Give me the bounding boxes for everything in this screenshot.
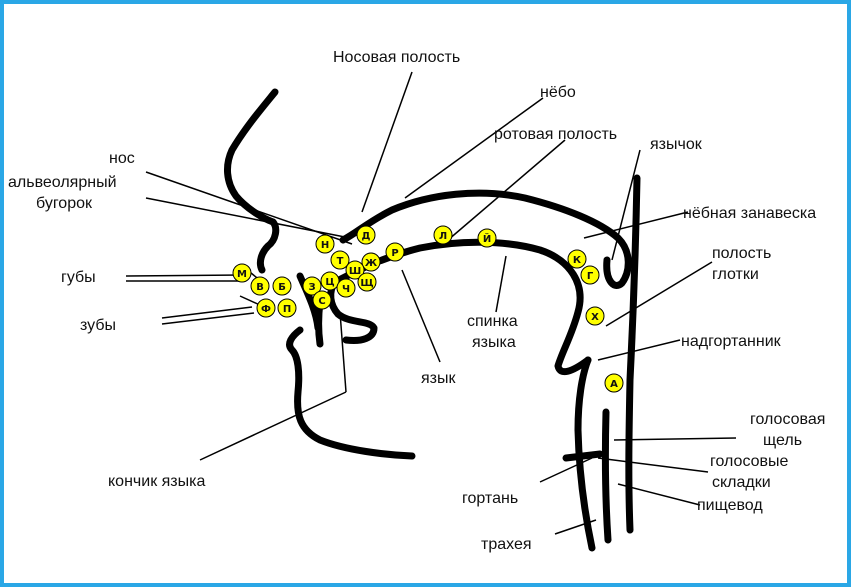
svg-text:Ж: Ж [365, 258, 378, 269]
label-tongue: язык [421, 370, 457, 387]
head-outline [224, 88, 641, 552]
svg-text:Г: Г [587, 271, 594, 282]
label-trachea: трахея [481, 536, 532, 553]
leader-lines [125, 71, 737, 535]
label-nasal-cavity: Носовая полость [333, 49, 460, 66]
sound-badge-s: С [312, 290, 332, 310]
label-uvula: язычок [650, 136, 703, 153]
label-pharynx-1: полость [712, 245, 771, 262]
svg-text:М: М [237, 269, 247, 280]
sound-badge-ch: Ч [336, 278, 356, 298]
palate-outline [339, 189, 632, 289]
label-esophagus: пищевод [697, 497, 763, 514]
tongue-outline [331, 238, 592, 376]
sound-badge-a: А [604, 373, 624, 393]
label-vocal-folds-2: складки [712, 474, 771, 491]
sound-badge-zh: Ж [361, 252, 381, 272]
sound-badge-n: Н [315, 234, 335, 254]
label-lips: губы [61, 269, 96, 286]
label-epiglottis: надгортанник [681, 333, 782, 350]
label-oral-cavity: ротовая полость [494, 126, 617, 143]
larynx-outline [574, 356, 596, 552]
labels: Носовая полость нёбо ротовая полость язы… [8, 49, 825, 553]
sound-badge-r: Р [385, 242, 405, 262]
label-glottis-1: голосовая [750, 411, 825, 428]
svg-text:Р: Р [391, 248, 398, 259]
sound-badge-v: В [250, 276, 270, 296]
label-pharynx-2: глотки [712, 266, 759, 283]
sound-badge-sh: Ш [345, 260, 365, 280]
svg-text:Ш: Ш [349, 266, 361, 277]
label-alveolar-1: альвеолярный [8, 174, 117, 191]
svg-text:Ф: Ф [261, 304, 271, 315]
sound-badge-ts: Ц [320, 271, 340, 291]
label-tongue-back-2: языка [472, 334, 516, 351]
sound-badge-y: Й [477, 228, 497, 248]
svg-text:Ц: Ц [325, 277, 334, 288]
sound-badge-m: М [232, 263, 252, 283]
label-soft-palate: нёбная занавеска [683, 205, 816, 222]
label-palate: нёбо [540, 84, 576, 101]
label-vocal-folds-1: голосовые [710, 453, 789, 470]
sound-badge-d: Д [356, 225, 376, 245]
sound-badge-f: Ф [256, 298, 276, 318]
esophagus-outline [601, 408, 612, 544]
svg-text:К: К [573, 255, 582, 266]
svg-text:Н: Н [321, 240, 329, 251]
svg-text:П: П [283, 304, 291, 315]
upper-lip-outline [256, 218, 280, 274]
sound-badge-k: К [567, 249, 587, 269]
sound-badge-shch: Щ [357, 272, 377, 292]
svg-text:Д: Д [362, 231, 371, 242]
lower-lip-outline [286, 326, 416, 460]
svg-text:Л: Л [439, 231, 447, 242]
sound-badges: Н Д Л Й Р Т Ж Ш М Б З Ц Ч Щ В С Ф П К Г … [232, 225, 624, 393]
svg-text:Б: Б [278, 282, 286, 293]
svg-text:Т: Т [337, 256, 344, 267]
label-glottis-2: щель [763, 432, 802, 449]
sound-badge-g: Г [580, 265, 600, 285]
label-tongue-tip: кончик языка [108, 473, 205, 490]
sound-badge-p: П [277, 298, 297, 318]
pharynx-back-wall [625, 174, 641, 534]
label-alveolar-2: бугорок [36, 195, 93, 212]
sound-badge-b: Б [272, 276, 292, 296]
vocal-folds-bar [562, 450, 604, 462]
sound-badge-z: З [302, 276, 322, 296]
svg-text:С: С [318, 296, 325, 307]
svg-text:Й: Й [483, 232, 491, 245]
svg-text:З: З [308, 282, 315, 293]
nose-outline [224, 88, 279, 226]
svg-text:Щ: Щ [360, 278, 373, 289]
svg-text:Х: Х [591, 312, 599, 323]
label-larynx: гортань [462, 490, 518, 507]
label-teeth: зубы [80, 317, 116, 334]
svg-text:А: А [610, 379, 618, 390]
label-tongue-back-1: спинка [467, 313, 518, 330]
label-nose: нос [109, 150, 135, 167]
sound-badge-kh: Х [585, 306, 605, 326]
sound-badge-t: Т [330, 250, 350, 270]
sound-badge-l: Л [433, 225, 453, 245]
svg-text:В: В [256, 282, 264, 293]
svg-text:Ч: Ч [342, 284, 350, 295]
